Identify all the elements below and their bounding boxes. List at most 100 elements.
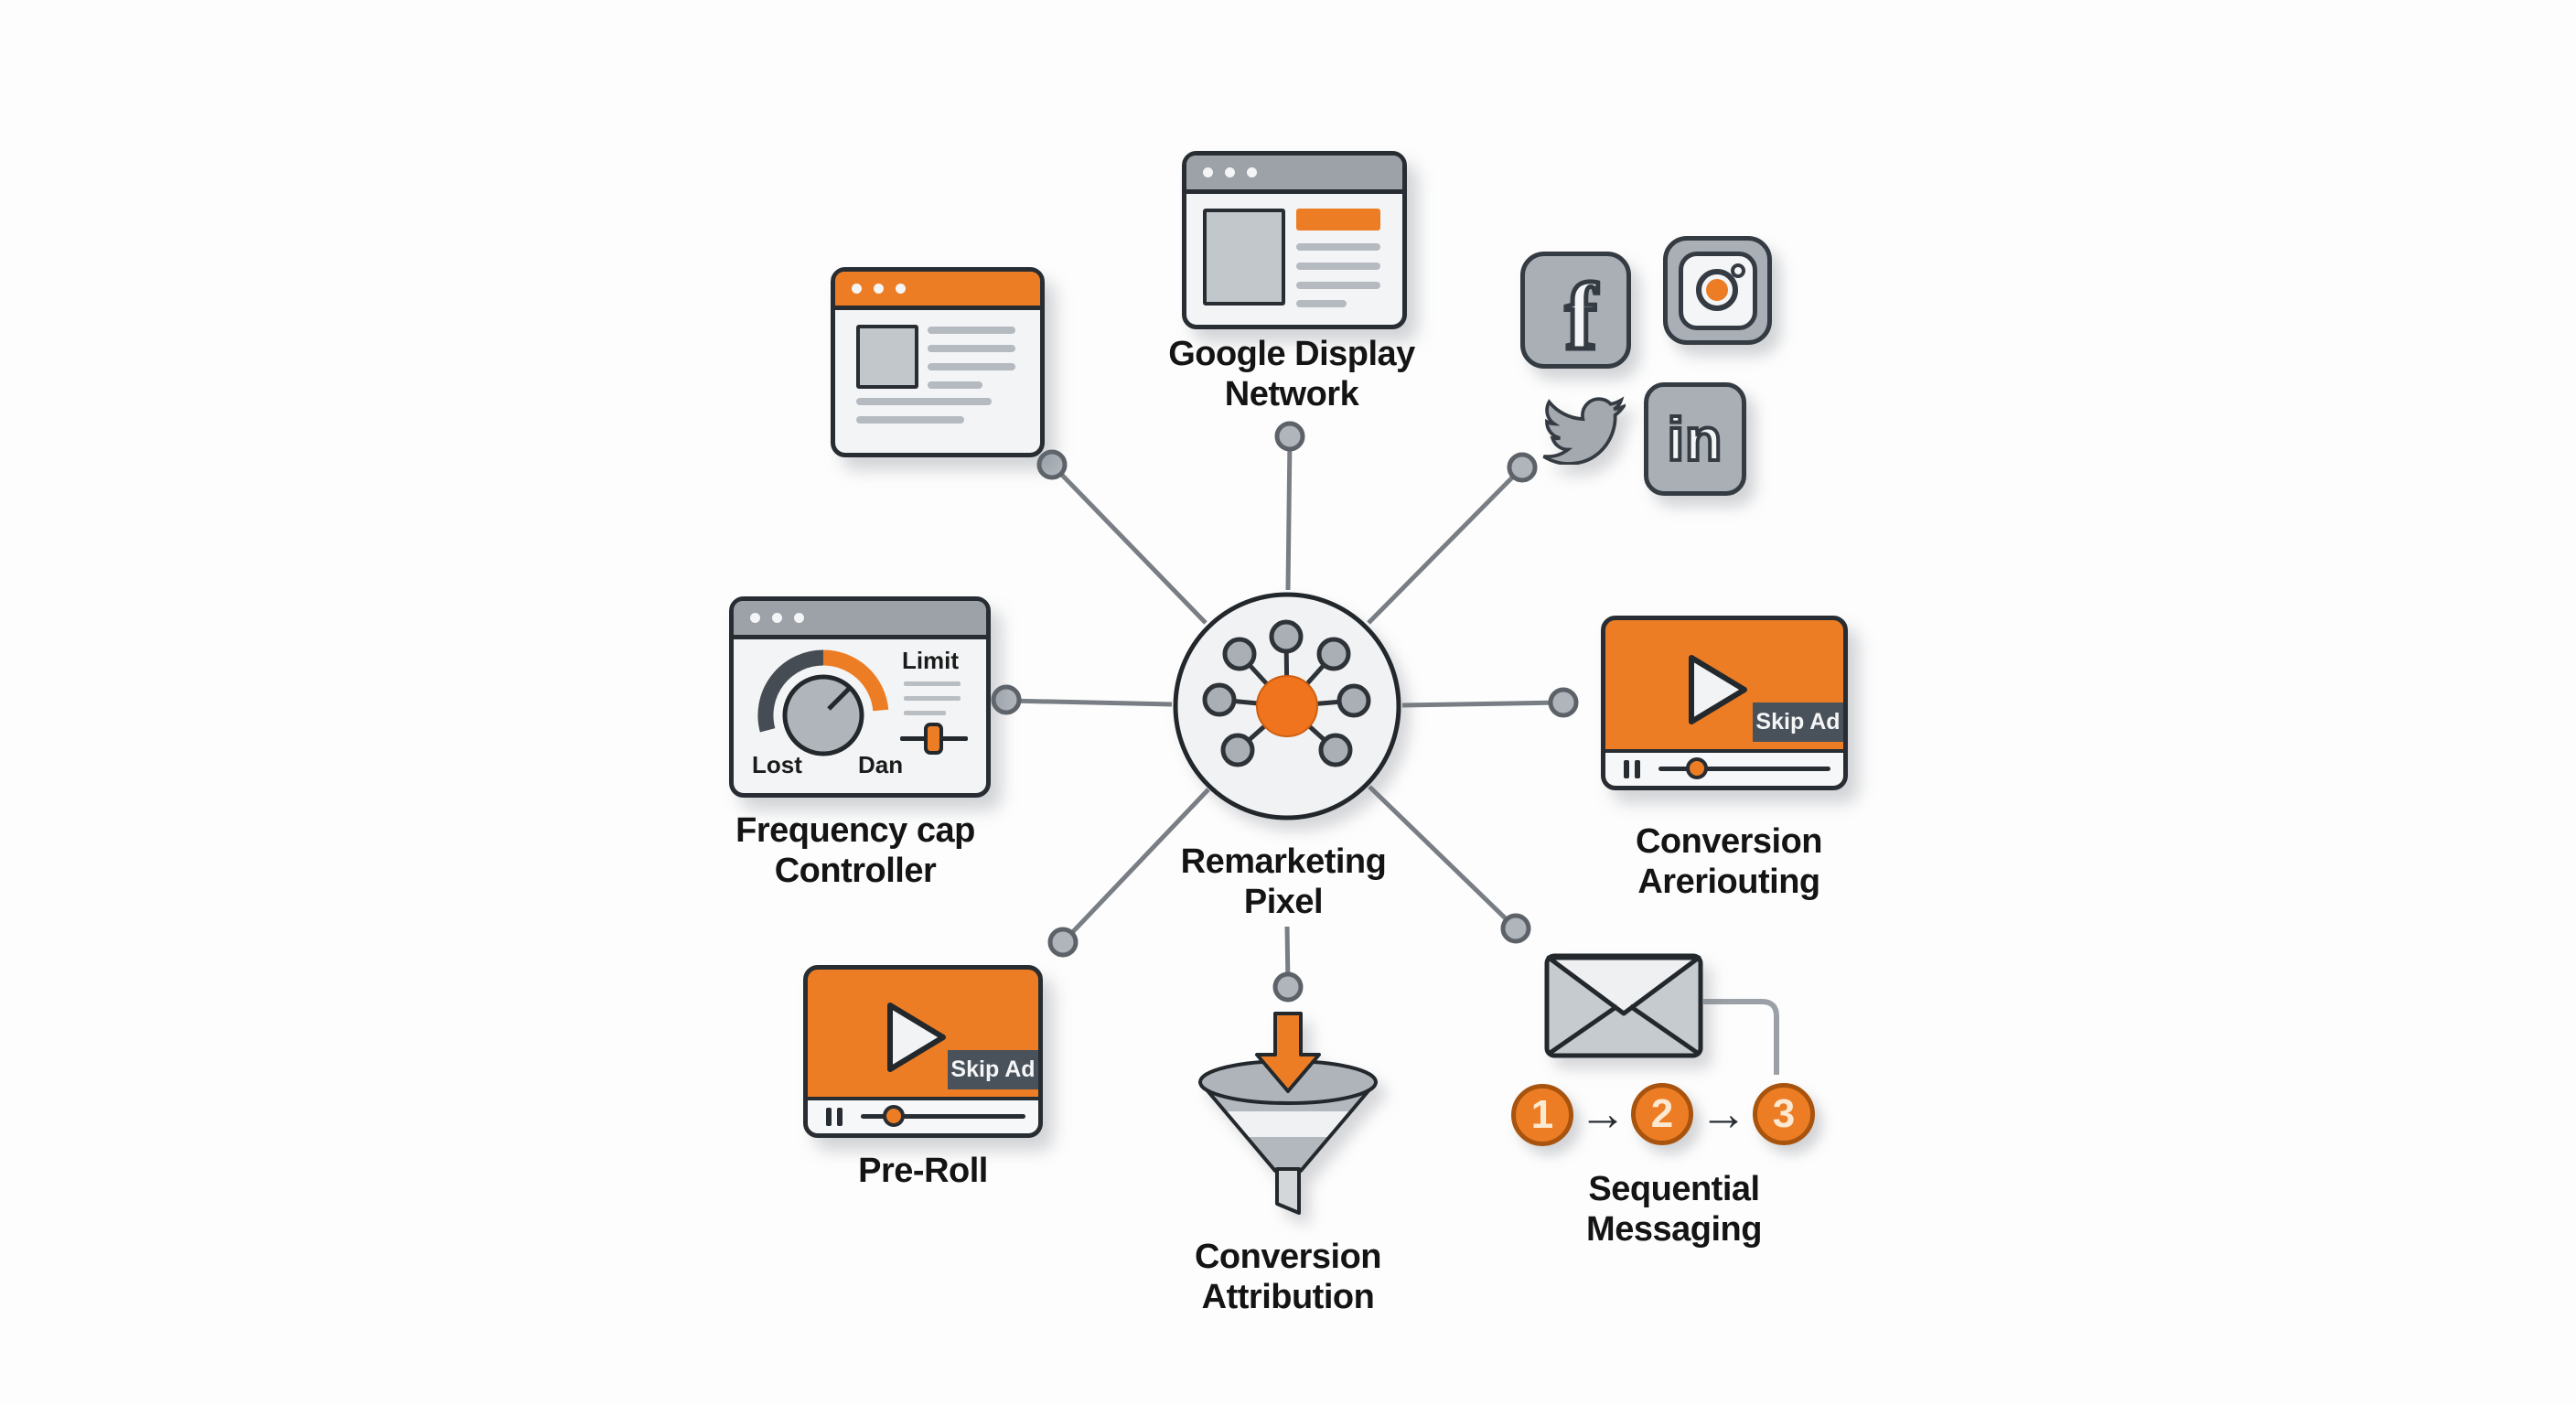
connector-dot bbox=[1507, 452, 1538, 483]
progress-track bbox=[861, 1114, 1025, 1119]
hub-label: Remarketing Pixel bbox=[1180, 842, 1387, 922]
conversion-attribution-label: Conversion Attribution bbox=[1194, 1238, 1382, 1317]
frequency-knob-panel: Limit Lost Dan bbox=[752, 647, 968, 778]
sequence-step-1: 1 bbox=[1511, 1084, 1573, 1146]
skip-ad-badge: Skip Ad bbox=[948, 1050, 1038, 1089]
spoke-left bbox=[1007, 698, 1173, 707]
pause-icon bbox=[1624, 760, 1629, 778]
spoke-upper-left bbox=[1052, 465, 1208, 625]
spoke-lower-right bbox=[1368, 785, 1516, 928]
connector-dot bbox=[1548, 687, 1579, 718]
window-dot bbox=[750, 613, 760, 623]
ad-image-placeholder bbox=[1203, 209, 1285, 306]
spoke-lower-left bbox=[1063, 788, 1210, 942]
pause-icon bbox=[837, 1108, 843, 1126]
connector-dot bbox=[1500, 913, 1531, 944]
play-icon bbox=[1689, 655, 1747, 724]
video-controls-bar bbox=[808, 1097, 1038, 1133]
instagram-flash-dot bbox=[1730, 263, 1745, 278]
text-line bbox=[928, 345, 1015, 352]
connector-dot bbox=[1047, 927, 1079, 958]
text-line bbox=[1296, 243, 1380, 251]
progress-dot bbox=[883, 1105, 905, 1127]
hub-center-pixel bbox=[1256, 675, 1318, 737]
text-line bbox=[1296, 263, 1380, 270]
window-header bbox=[734, 601, 986, 639]
pre-roll-video-player-icon: Skip Ad bbox=[803, 965, 1043, 1138]
window-dot bbox=[1225, 167, 1235, 177]
display-ad-window-icon bbox=[831, 267, 1045, 457]
sequence-step-3: 3 bbox=[1753, 1083, 1815, 1145]
spoke-upper-right bbox=[1367, 467, 1522, 625]
conversion-funnel-icon bbox=[1198, 1012, 1378, 1215]
linkedin-in-glyph: in bbox=[1666, 405, 1724, 473]
knob-right-label: Dan bbox=[858, 751, 903, 778]
slider-handle bbox=[924, 723, 943, 755]
instagram-icon bbox=[1663, 236, 1772, 345]
conversion-rerouting-label: Conversion Areriouting bbox=[1635, 822, 1823, 902]
facebook-icon: f bbox=[1520, 252, 1631, 369]
hub-satellite-node bbox=[1318, 733, 1353, 767]
spoke-right bbox=[1401, 700, 1562, 708]
hub-satellite-node bbox=[1202, 682, 1237, 717]
linkedin-icon: in bbox=[1644, 382, 1746, 496]
instagram-lens-core bbox=[1705, 278, 1728, 301]
video-controls-bar bbox=[1605, 749, 1843, 786]
frequency-cap-controller-icon: Limit Lost Dan bbox=[729, 596, 991, 798]
connector-dot bbox=[1272, 971, 1304, 1003]
envelope-icon bbox=[1544, 953, 1703, 1058]
hub-satellite-node bbox=[1336, 683, 1371, 718]
pause-icon bbox=[1635, 760, 1640, 778]
envelope-flap bbox=[1546, 955, 1701, 1016]
google-display-network-icon bbox=[1182, 151, 1407, 329]
knob-arc-orange bbox=[822, 649, 889, 712]
progress-dot bbox=[1686, 757, 1708, 779]
window-header bbox=[835, 272, 1040, 310]
knob-left-label: Lost bbox=[752, 751, 802, 778]
twitter-icon bbox=[1542, 396, 1626, 465]
facebook-f-glyph: f bbox=[1563, 264, 1600, 370]
text-line bbox=[1296, 282, 1380, 289]
window-dot bbox=[874, 284, 884, 294]
sequential-messaging-label: Sequential Messaging bbox=[1586, 1170, 1762, 1249]
progress-track bbox=[1658, 767, 1830, 771]
frequency-cap-label: Frequency cap Controller bbox=[735, 811, 975, 891]
pre-roll-label: Pre-Roll bbox=[858, 1152, 988, 1190]
pause-icon bbox=[826, 1108, 832, 1126]
ad-banner-placeholder bbox=[1296, 209, 1380, 231]
instagram-lens bbox=[1695, 268, 1738, 311]
google-display-network-label: Google Display Network bbox=[1168, 335, 1415, 414]
play-icon bbox=[887, 1003, 946, 1072]
text-line bbox=[928, 327, 1015, 334]
window-dot bbox=[772, 613, 782, 623]
connector-dot bbox=[1274, 421, 1305, 452]
hub-satellite-node bbox=[1220, 733, 1255, 767]
window-dot bbox=[1247, 167, 1257, 177]
remarketing-pixel-hub-icon bbox=[1173, 592, 1401, 820]
hub-satellite-node bbox=[1269, 619, 1304, 654]
hub-satellite-node bbox=[1316, 637, 1351, 671]
knob-pointer bbox=[827, 686, 852, 711]
text-line bbox=[928, 381, 982, 389]
window-header bbox=[1186, 156, 1402, 194]
funnel-spout bbox=[1275, 1167, 1301, 1215]
text-line bbox=[904, 711, 946, 715]
hub-satellite-node bbox=[1222, 637, 1257, 671]
ad-image-placeholder bbox=[856, 325, 918, 389]
window-dot bbox=[852, 284, 862, 294]
instagram-camera bbox=[1678, 251, 1757, 330]
text-line bbox=[928, 363, 1015, 370]
conversion-video-player-icon: Skip Ad bbox=[1601, 616, 1848, 790]
text-line bbox=[856, 416, 964, 424]
skip-ad-badge: Skip Ad bbox=[1753, 702, 1843, 742]
sequence-step-2: 2 bbox=[1631, 1083, 1693, 1145]
window-dot bbox=[1203, 167, 1213, 177]
down-arrow-icon bbox=[1255, 1012, 1321, 1093]
window-dot bbox=[896, 284, 906, 294]
arrow-right-icon: → bbox=[1700, 1088, 1747, 1141]
spoke-top bbox=[1285, 437, 1293, 591]
knob-arc-dark bbox=[757, 649, 824, 733]
text-line bbox=[904, 681, 961, 686]
